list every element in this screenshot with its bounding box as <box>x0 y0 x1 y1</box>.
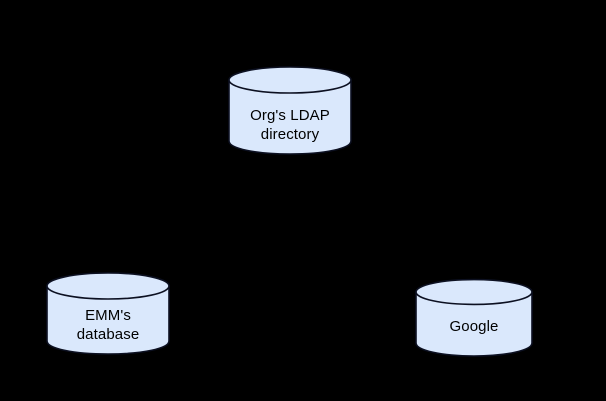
node-google[interactable]: Google <box>415 278 533 357</box>
database-cylinder-icon <box>46 272 170 355</box>
database-cylinder-icon <box>228 66 352 155</box>
node-emm-database[interactable]: EMM's database <box>46 272 170 355</box>
database-cylinder-icon <box>415 278 533 357</box>
node-org-ldap-directory[interactable]: Org's LDAP directory <box>228 66 352 155</box>
